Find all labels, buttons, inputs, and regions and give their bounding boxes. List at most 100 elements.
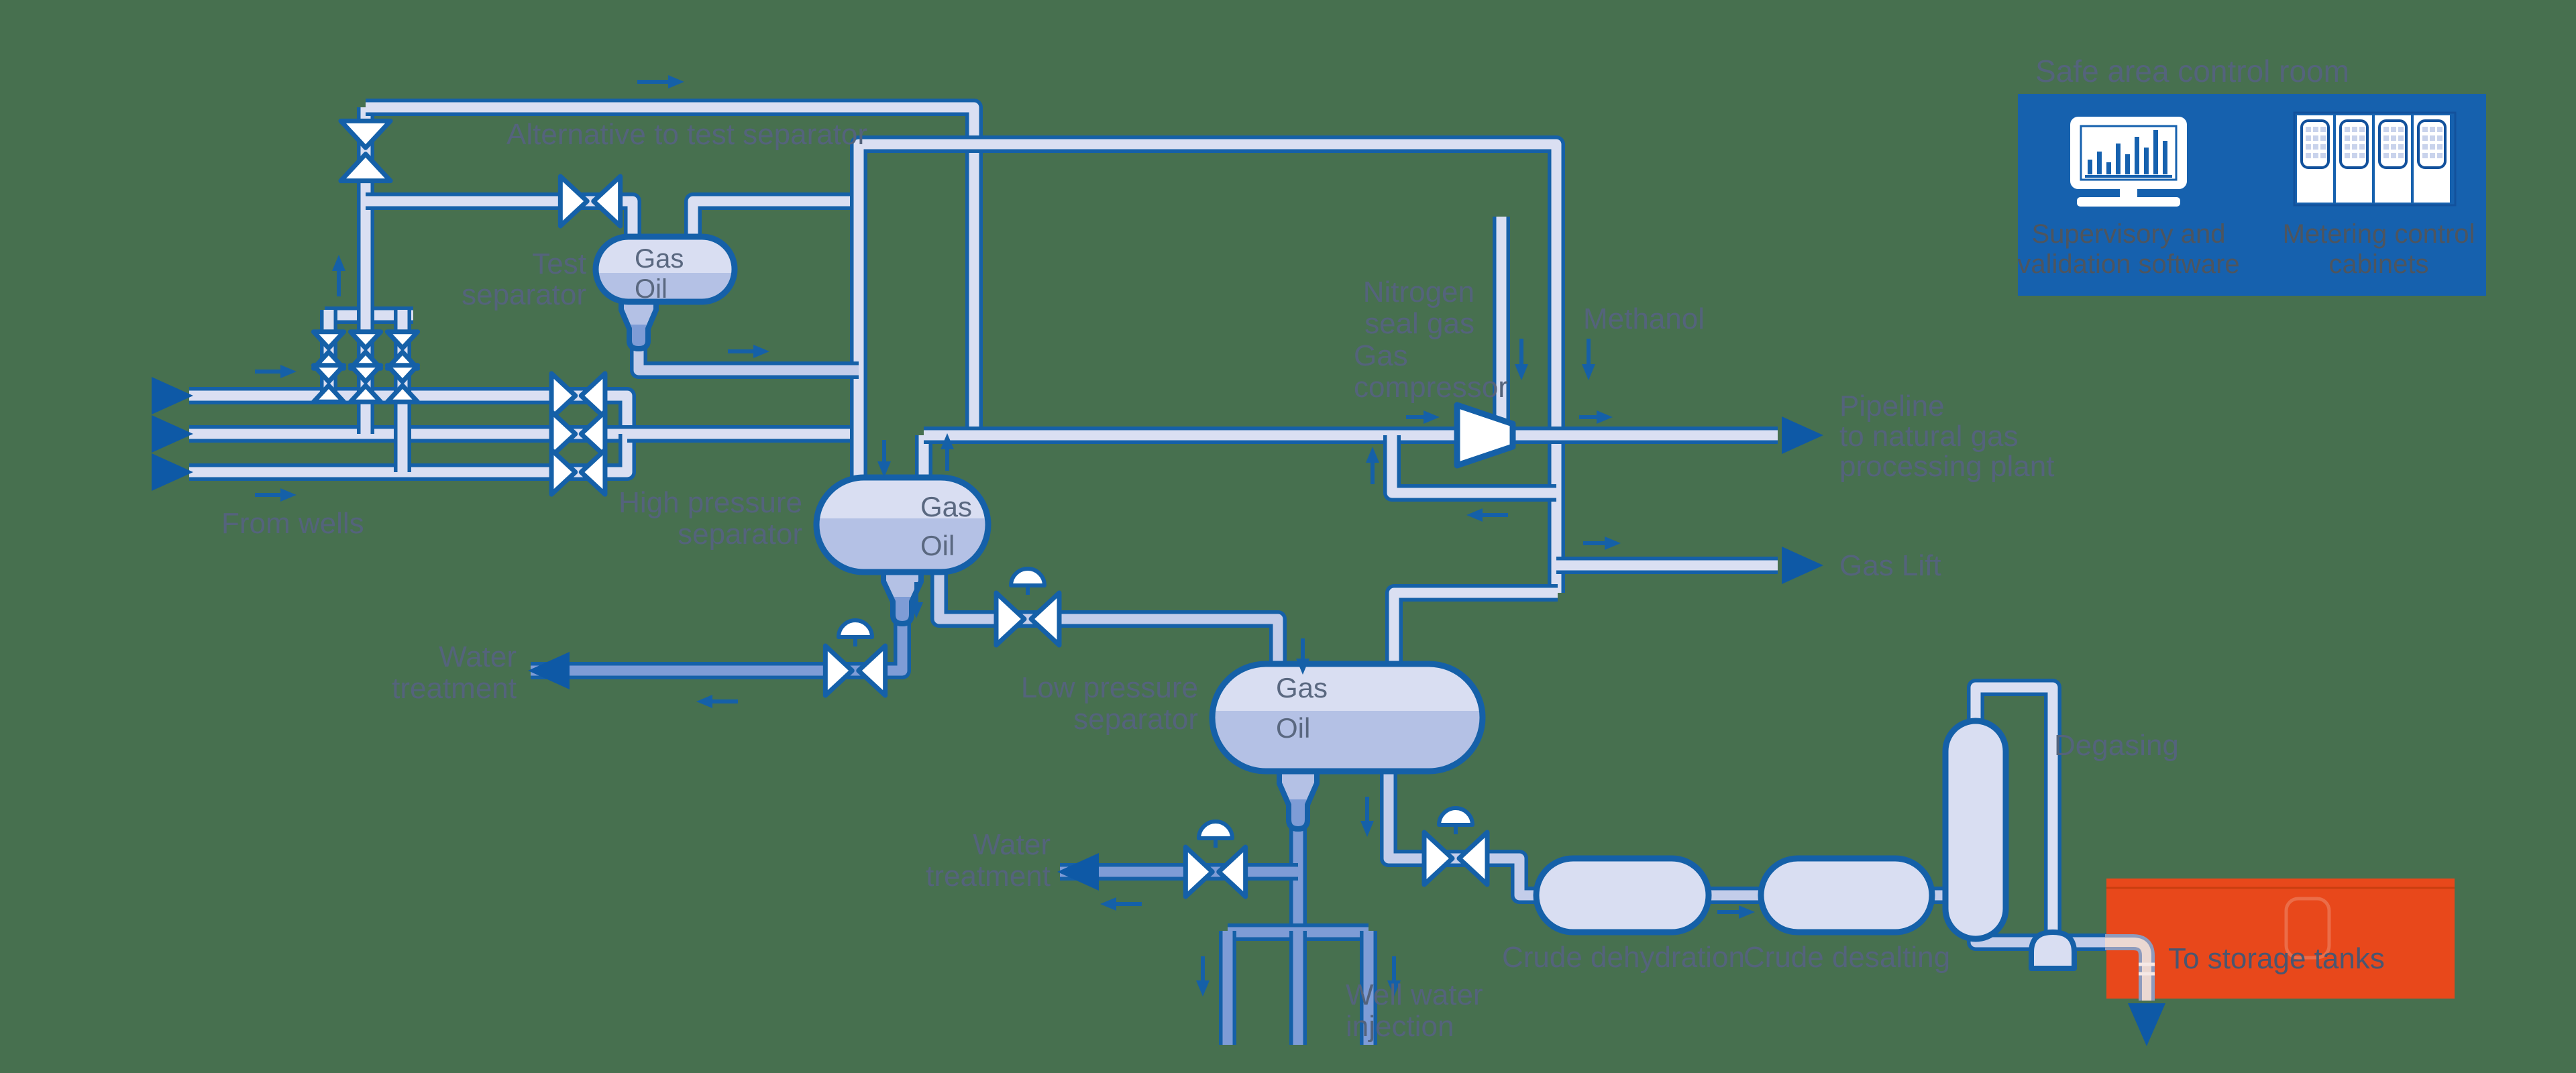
flow-injection-2 [1387,956,1401,997]
labels-layer: Alternative to test separatorTestseparat… [221,54,2475,1043]
label-ctrl_title-line-0: Safe area control room [2035,54,2349,89]
well-valve-2 [549,409,608,459]
crude-desalting-vessel-body [1761,858,1932,932]
lp-oil-valve [1421,806,1490,887]
well-inlet-arrow-2 [152,415,193,453]
cabinet-led-icon [2398,127,2404,132]
cabinet-led-icon [2313,153,2318,158]
manifold-valve-1-wedge-1 [311,329,347,351]
flow-recycle-up [1366,447,1379,484]
cabinet-led-icon [2398,153,2404,158]
cabinet-icon [2297,115,2333,203]
lp-water-valve-actuator-dome [1197,820,1234,840]
crude-desalting-vessel-outline [1758,855,1935,936]
flow-recycle-up-head [1366,447,1379,463]
flow-lp-feed [1296,638,1309,675]
cabinet-led-icon [2320,135,2326,141]
cabinet-led-icon [2391,153,2396,158]
well-valve-2-wedge-2 [578,409,608,459]
flow-lp-oil [1360,797,1374,837]
flow-methanol [1582,339,1595,380]
test-separator-funnel-water [629,325,648,349]
cabinet-led-icon [2437,153,2443,158]
test-separator-funnel-outline [619,298,659,351]
flow-hp-feed-head [877,461,891,477]
bypass-line-fill [366,102,979,435]
test-separator-outline [592,233,738,305]
cabinet-led-icon [2437,135,2443,141]
chart-bar-icon [2135,137,2139,174]
label-wt1-line-0: Water [439,640,517,673]
cabinet-led-icon [2383,127,2389,132]
label-from_wells-line-0: From wells [221,507,364,540]
pipe-hp-water-line [531,620,911,679]
label-wt1-line-1: treatment [392,672,517,705]
crude-dehydration-vessel-body [1536,858,1709,932]
high-pressure-separator-oil-phase [816,518,988,572]
cabinet-led-icon [2320,127,2326,132]
flow-lp-feed-head [1296,659,1309,675]
label-hp_gas-line-0: Gas [920,491,972,522]
cabinet-led-icon [2345,127,2350,132]
lp-oil-valve-actuator-dome [1437,806,1474,827]
low-pressure-separator-funnel-outline [1277,767,1320,832]
flow-wt1-head [696,695,712,708]
well-valve-3 [549,447,608,497]
flow-crude-head [1739,905,1755,919]
well-valve-1 [549,371,608,420]
cabinet-led-icon [2391,127,2396,132]
label-alternative-line-0: Alternative to test separator [506,118,867,151]
label-lp_sep-line-1: separator [1073,703,1198,736]
water-treatment-arrow-2 [1057,853,1099,891]
cabinet-led-icon [2313,127,2318,132]
lp-oil-line-fill [1383,769,1538,901]
label-compressor-line-1: compressor [1354,371,1508,404]
flow-injection-1 [1196,956,1210,997]
chart-bar-icon [2163,141,2167,174]
flow-wt2-head [1100,897,1116,911]
low-pressure-separator-oil-phase [1212,711,1483,771]
chart-bar-icon [2125,154,2130,174]
label-metering-line-0: Metering control [2283,219,2475,249]
cabinet-led-icon [2437,127,2443,132]
test-feed-fill [366,196,638,241]
cabinet-led-icon [2422,135,2428,141]
flow-discharge [1579,410,1613,424]
flow-injection-2-head [1387,980,1401,997]
label-nitrogen-line-0: Nitrogen [1363,276,1474,308]
flow-nitrogen [1515,339,1528,380]
cabinet-led-icon [2345,153,2350,158]
flow-wells-bottom [255,488,297,502]
test-riser-valve-wedge-1 [338,118,393,150]
cabinet-led-icon [2383,135,2389,141]
label-wwi-line-0: Well water [1346,978,1483,1011]
manifold-valve-6 [384,363,421,404]
pipe-well-line-3 [189,434,636,481]
test-separator-oil-phase [596,273,735,302]
chart-bar-icon [2116,144,2121,174]
flow-riser-up-head [332,255,345,271]
pipe-test-gas-header [850,135,1565,593]
crude-dehydration-vessel [1533,855,1712,936]
lp-water-valve-wedge-2 [1216,844,1248,899]
label-pipeline-line-2: processing plant [1839,450,2054,483]
well-valve-3-wedge-2 [578,447,608,497]
monitor-base-icon [2077,197,2180,207]
flow-wells-bottom-head [280,488,297,502]
label-nitrogen-line-1: seal gas [1364,307,1474,340]
cabinet-led-icon [2306,153,2311,158]
cabinet-led-icon [2352,153,2357,158]
cabinet-led-icon [2345,135,2350,141]
label-desalting-line-0: Crude desalting [1743,941,1950,974]
safe-area-control-room [2018,94,2486,296]
cabinet-led-icon [2359,127,2365,132]
label-lp_gas-line-0: Gas [1276,672,1328,703]
flow-recycle-left [1466,508,1508,522]
flow-hp-gas-head [941,433,954,449]
pipes-layer [189,99,2108,1045]
chart-bar-icon [2106,162,2111,174]
manifold-valve-6-wedge-2 [384,383,421,404]
cabinet-led-icon [2345,144,2350,150]
flow-lp-oil-head [1360,821,1374,837]
